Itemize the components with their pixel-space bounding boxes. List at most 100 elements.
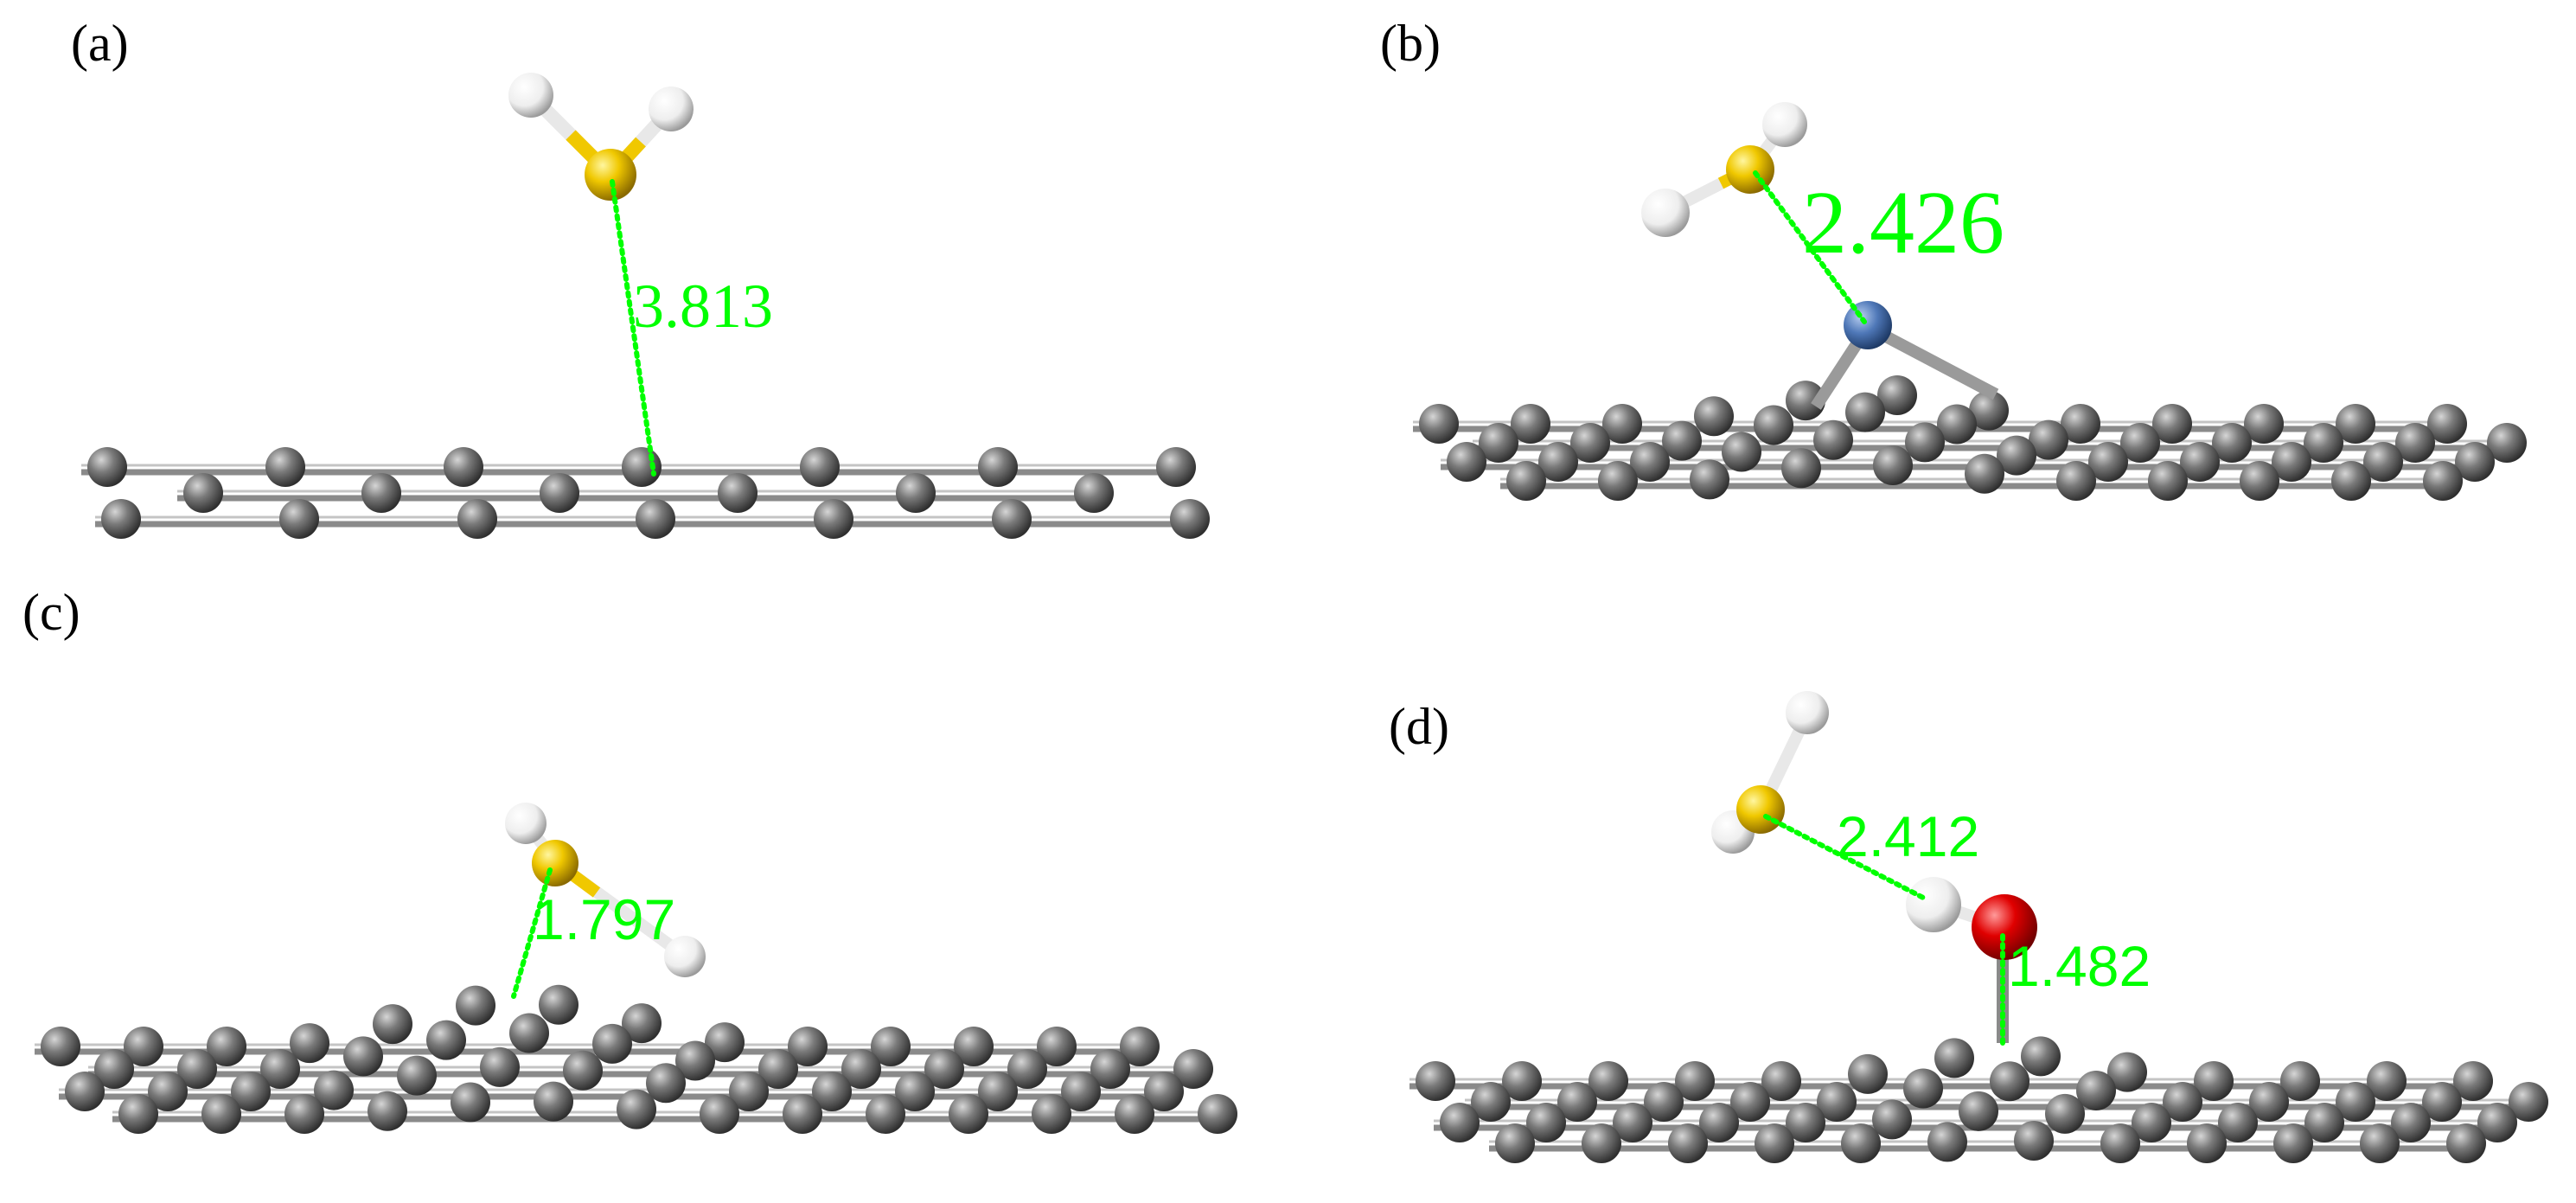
carbon-atom-icon	[451, 1082, 490, 1123]
carbon-atom-icon	[231, 1072, 271, 1111]
carbon-atom-icon	[1872, 1099, 1912, 1140]
carbon-atom-icon	[924, 1049, 964, 1089]
carbon-atom-icon	[1699, 1103, 1739, 1142]
carbon-atom-icon	[2360, 1123, 2400, 1163]
hydrogen-atom-icon	[505, 803, 547, 844]
carbon-atom-icon	[2336, 1082, 2375, 1122]
carbon-atom-icon	[1934, 1038, 1974, 1078]
carbon-atom-icon	[783, 1094, 822, 1134]
carbon-atom-icon	[2453, 1061, 2493, 1101]
distance-line-b	[1753, 170, 1867, 324]
carbon-atom-icon	[2509, 1082, 2548, 1122]
carbon-atom-icon	[1630, 442, 1670, 482]
carbon-atom-icon	[2455, 442, 2495, 482]
carbon-atom-icon	[2045, 1093, 2085, 1134]
hydrogen-atom-icon	[664, 936, 706, 977]
carbon-atom-icon	[1662, 420, 1702, 461]
carbon-atom-icon	[1877, 375, 1917, 416]
carbon-atom-icon	[1969, 390, 2009, 431]
carbon-atom-icon	[622, 1003, 662, 1044]
carbon-atom-icon	[426, 1020, 466, 1060]
carbon-atom-icon	[124, 1027, 163, 1066]
carbon-atom-icon	[895, 1072, 935, 1111]
carbon-atom-icon	[2422, 1082, 2462, 1122]
carbon-atom-icon	[1495, 1123, 1535, 1163]
sheet-d-atoms	[1416, 1036, 2548, 1163]
carbon-atom-icon	[1588, 1061, 1628, 1101]
carbon-atom-icon	[41, 1027, 80, 1066]
distance-label-b: 2.426	[1802, 173, 2004, 272]
carbon-atom-icon	[368, 1091, 407, 1131]
carbon-atom-icon	[361, 473, 401, 513]
carbon-atom-icon	[177, 1049, 217, 1089]
nitrogen-atom-icon	[1844, 301, 1892, 349]
carbon-atom-icon	[540, 473, 579, 513]
carbon-atom-icon	[373, 1004, 412, 1045]
carbon-atom-icon	[788, 1027, 828, 1066]
carbon-atom-icon	[1037, 1027, 1077, 1066]
carbon-atom-icon	[617, 1089, 656, 1129]
carbon-atom-icon	[1786, 381, 1825, 421]
carbon-atom-icon	[1965, 453, 2004, 494]
carbon-atom-icon	[2180, 442, 2220, 482]
carbon-atom-icon	[2423, 461, 2463, 501]
sheet-a-atoms	[87, 447, 1210, 539]
carbon-atom-icon	[2363, 442, 2403, 482]
carbon-atom-icon	[718, 473, 757, 513]
carbon-atom-icon	[1781, 448, 1821, 489]
carbon-atom-icon	[2107, 1052, 2147, 1092]
graphene-sheet-c	[35, 984, 1237, 1134]
graphene-sheet-a	[81, 447, 1210, 539]
carbon-atom-icon	[622, 447, 662, 487]
carbon-atom-icon	[1690, 459, 1729, 500]
panel-label-d: (d)	[1389, 698, 1449, 755]
carbon-atom-icon	[1173, 1049, 1213, 1089]
carbon-atom-icon	[1694, 396, 1734, 437]
carbon-atom-icon	[1675, 1061, 1715, 1101]
carbon-atom-icon	[992, 499, 1032, 539]
carbon-atom-icon	[1032, 1094, 1071, 1134]
graphene-sheet-b	[1413, 375, 2527, 501]
carbon-atom-icon	[534, 1081, 573, 1122]
carbon-atom-icon	[1722, 432, 1761, 472]
carbon-atom-icon	[2273, 1123, 2313, 1163]
sulfur-atom-icon	[585, 149, 636, 201]
carbon-atom-icon	[539, 984, 578, 1025]
carbon-atom-icon	[896, 473, 936, 513]
carbon-atom-icon	[1115, 1094, 1154, 1134]
carbon-atom-icon	[279, 499, 319, 539]
carbon-atom-icon	[729, 1072, 769, 1111]
carbon-atom-icon	[705, 1022, 745, 1063]
hydrogen-atom-icon	[1762, 102, 1807, 147]
carbon-atom-icon	[1937, 404, 1977, 445]
carbon-atom-icon	[1873, 445, 1913, 486]
carbon-atom-icon	[260, 1049, 300, 1089]
carbon-atom-icon	[65, 1072, 105, 1111]
carbon-atom-icon	[2061, 404, 2100, 444]
carbon-atom-icon	[314, 1070, 354, 1110]
h2s-molecule-a	[508, 73, 694, 201]
carbon-atom-icon	[118, 1094, 158, 1134]
carbon-atom-icon	[563, 1050, 603, 1091]
carbon-atom-icon	[1447, 442, 1486, 482]
carbon-atom-icon	[1761, 1061, 1801, 1101]
carbon-atom-icon	[1927, 1122, 1967, 1162]
distance-label-d2: 1.482	[2008, 934, 2151, 998]
carbon-atom-icon	[758, 1049, 798, 1089]
carbon-atom-icon	[1813, 419, 1853, 460]
hydrogen-atom-icon	[649, 86, 694, 131]
carbon-atom-icon	[201, 1094, 241, 1134]
carbon-atom-icon	[1471, 1082, 1511, 1122]
carbon-atom-icon	[1538, 442, 1578, 482]
carbon-atom-icon	[1990, 1061, 2029, 1102]
h2s-molecule-c	[505, 803, 706, 977]
carbon-atom-icon	[675, 1040, 715, 1081]
carbon-atom-icon	[2280, 1061, 2320, 1101]
carbon-atom-icon	[636, 499, 675, 539]
oxygen-atom-icon	[1972, 894, 2037, 960]
carbon-atom-icon	[1526, 1103, 1566, 1142]
carbon-atom-icon	[871, 1027, 911, 1066]
carbon-atom-icon	[1198, 1094, 1237, 1134]
carbon-atom-icon	[2487, 423, 2527, 463]
